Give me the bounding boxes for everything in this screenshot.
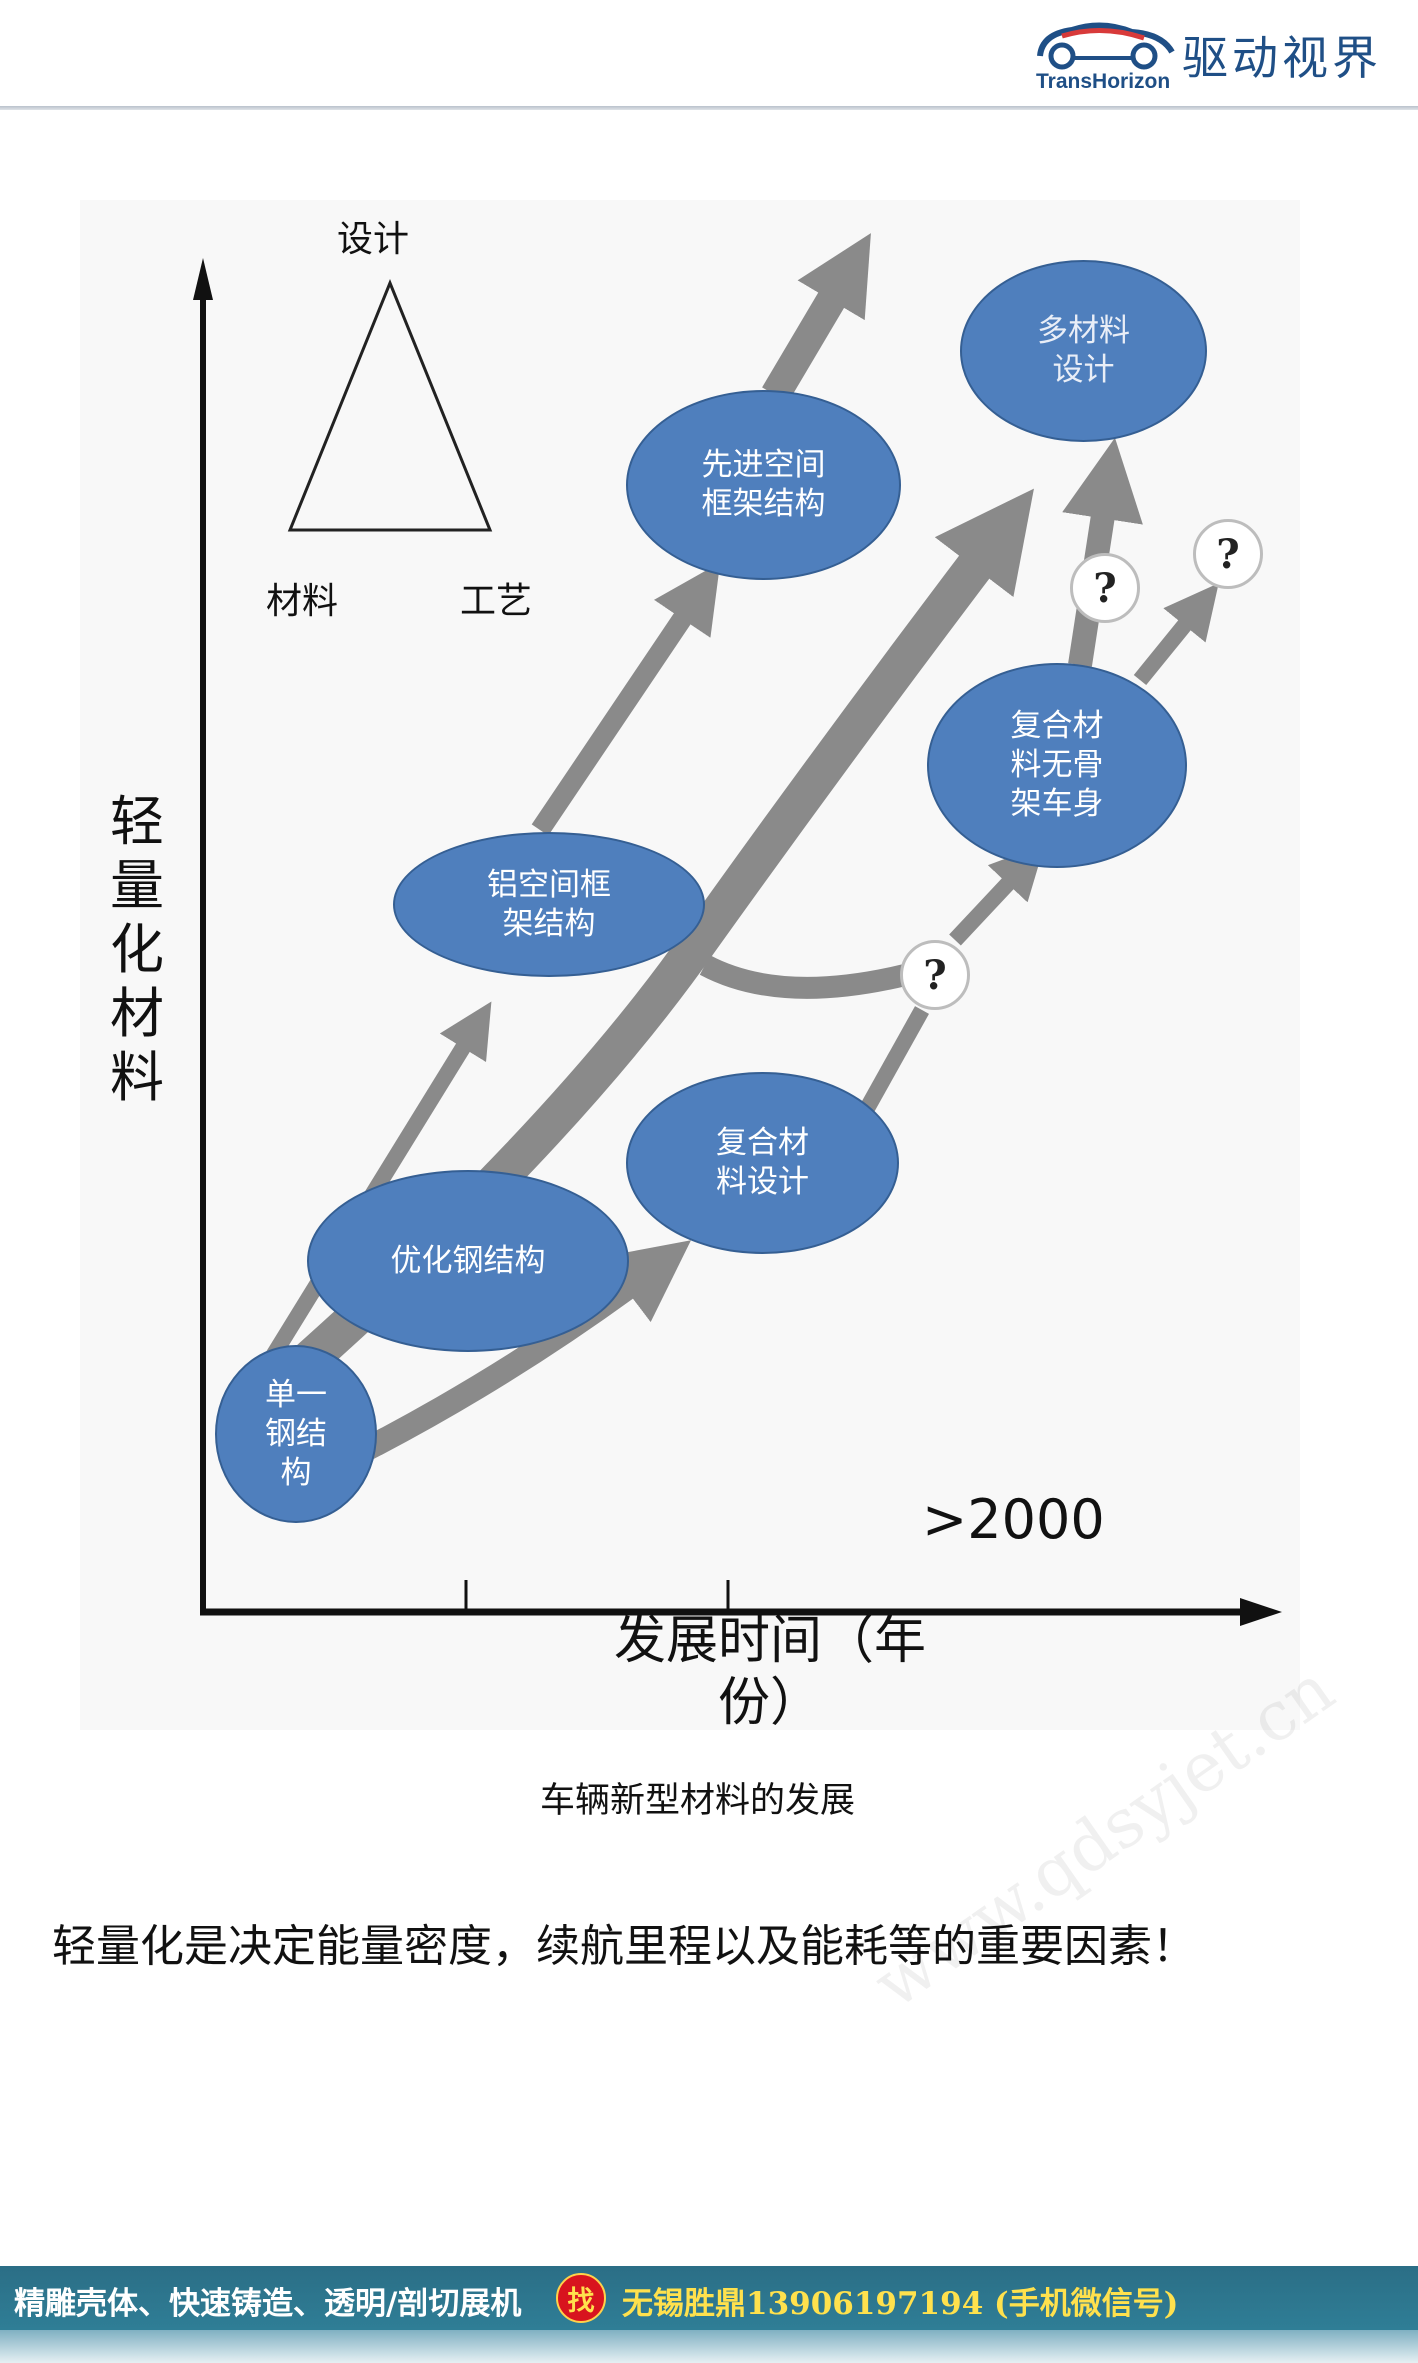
- design-triangle: [287, 279, 493, 532]
- unknown-path-marker: ?: [1070, 553, 1140, 623]
- header-divider: [0, 106, 1418, 110]
- node-aluminum-frame: 铝空间框 架结构: [393, 832, 705, 977]
- x-axis-label: 发展时间（年份）: [613, 1611, 926, 1733]
- footer-bottom-band: [0, 2330, 1418, 2363]
- arrow-question-to-frameless: [949, 844, 1045, 946]
- find-badge: 找: [556, 2273, 606, 2323]
- footer-banner: 精雕壳体、快速铸造、透明/剖切展机 找 无锡胜鼎13906197194 (手机微…: [0, 2266, 1418, 2330]
- node-advanced-frame: 先进空间 框架结构: [626, 390, 901, 580]
- year-label: >2000: [922, 1488, 1105, 1551]
- brand-sub: TransHorizon: [1036, 70, 1171, 93]
- footer-contact-text: 无锡胜鼎13906197194 (手机微信号): [622, 2286, 1179, 2322]
- node-single-steel: 单一 钢结 构: [215, 1345, 377, 1523]
- y-axis-arrow: [193, 258, 213, 300]
- triangle-label-material: 材料: [266, 581, 339, 622]
- key-statement: 轻量化是决定能量密度，续航里程以及能耗等的重要因素！: [52, 1921, 1196, 1972]
- arrow-frameless-to-question: [1133, 583, 1219, 686]
- node-composite-design: 复合材 料设计: [626, 1072, 899, 1254]
- arrow-steel-to-composite: [359, 1240, 692, 1461]
- triangle-label-process: 工艺: [460, 581, 533, 622]
- arrow-branch-to-question: [699, 955, 908, 999]
- page-header: 驱动视界 TransHorizon: [0, 0, 1418, 112]
- unknown-path-marker: ?: [900, 940, 970, 1010]
- development-diagram: [193, 233, 1282, 1626]
- unknown-path-marker: ?: [1193, 519, 1263, 589]
- brand-name: 驱动视界: [1182, 31, 1382, 85]
- footer-services-text: 精雕壳体、快速铸造、透明/剖切展机: [14, 2286, 522, 2322]
- node-multi-material: 多材料 设计: [960, 260, 1207, 442]
- x-axis-arrow: [1240, 1598, 1282, 1626]
- car-logo-icon: [1037, 22, 1175, 70]
- diagram-caption: 车辆新型材料的发展: [539, 1781, 855, 1821]
- y-axis-label: 轻量化材料: [110, 790, 164, 1109]
- triangle-label-design: 设计: [337, 219, 410, 260]
- arrow-advanced-upward: [762, 233, 871, 403]
- arrow-aluminum-to-advanced: [531, 562, 721, 836]
- node-optimized-steel: 优化钢结构: [307, 1170, 629, 1352]
- node-composite-frameless: 复合材 料无骨 架车身: [927, 663, 1187, 868]
- brand-logo: 驱动视界 TransHorizon: [1032, 12, 1392, 102]
